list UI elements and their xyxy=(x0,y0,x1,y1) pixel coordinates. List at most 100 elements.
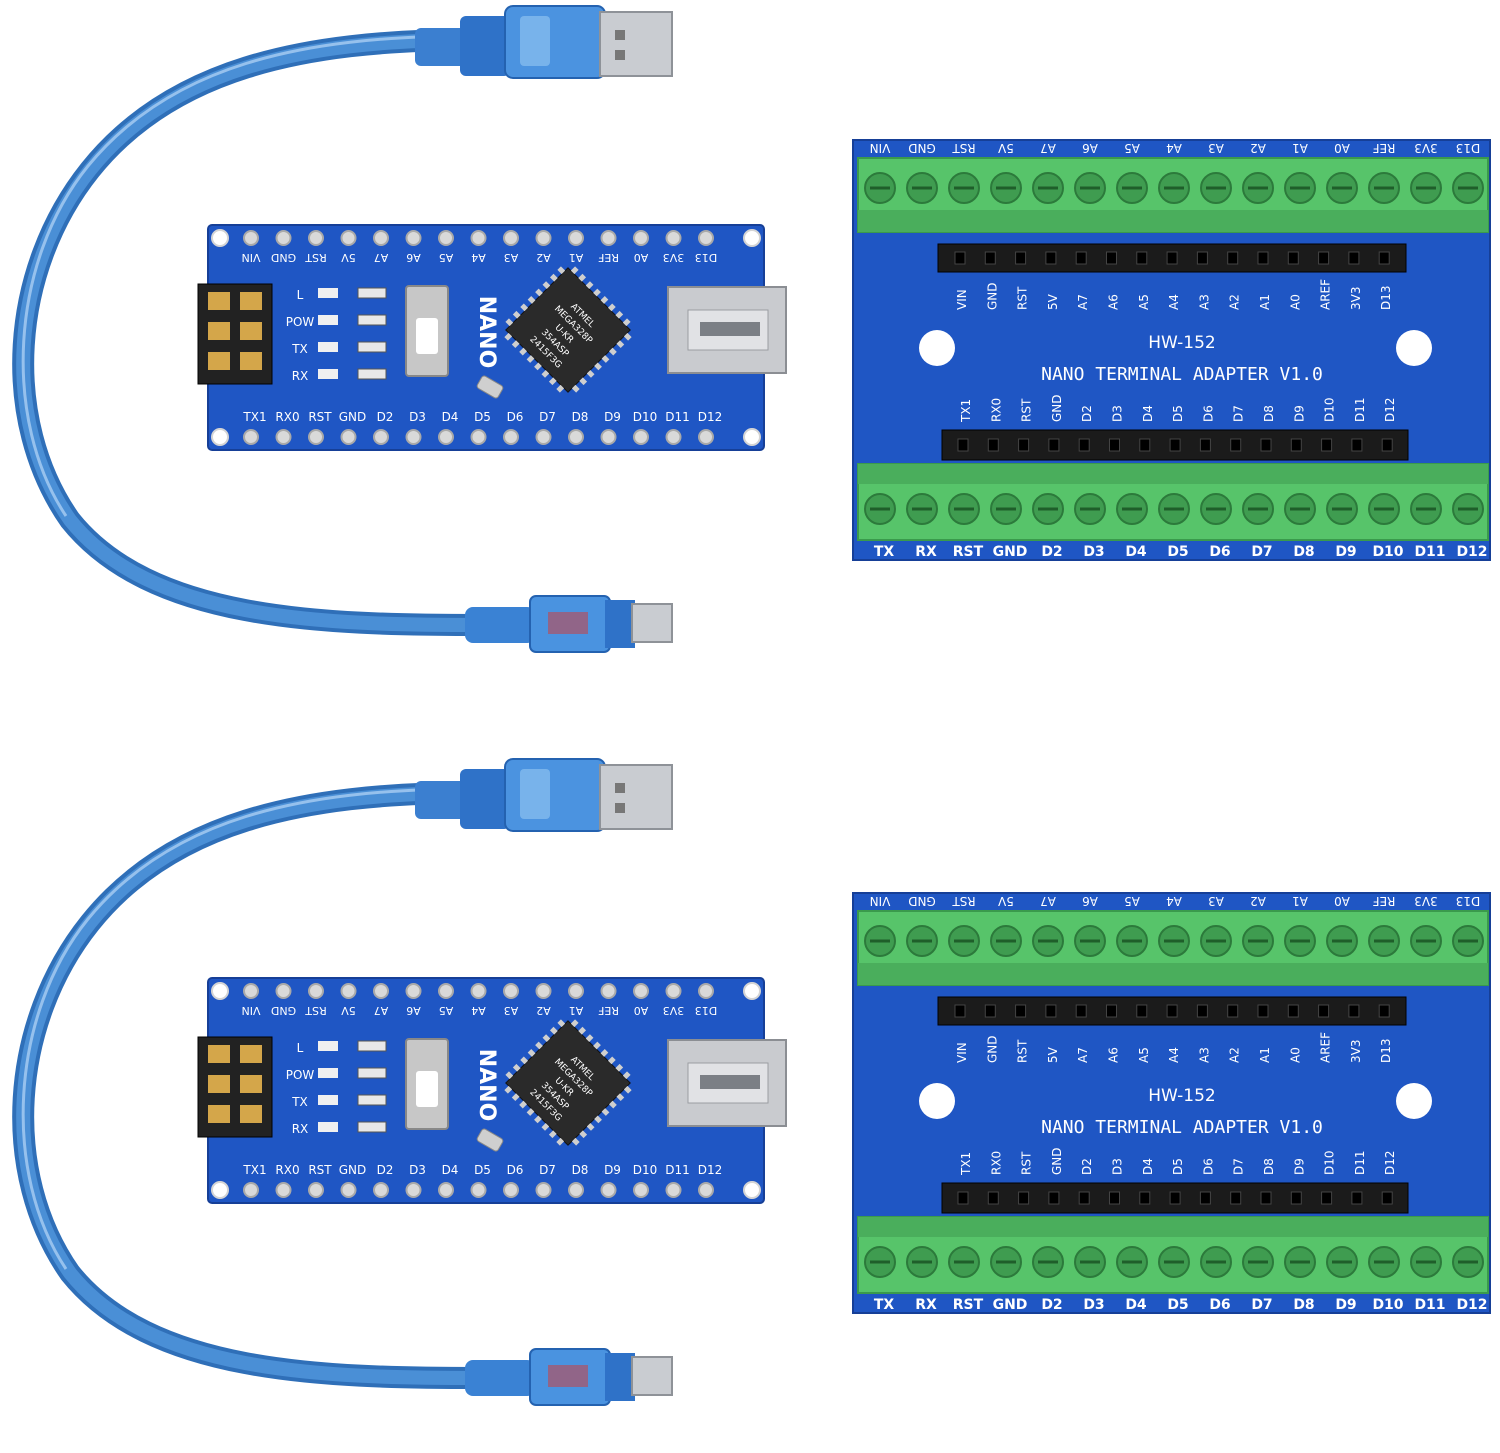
adapter-model: HW-152 xyxy=(1148,333,1216,353)
led-label: RX xyxy=(292,369,309,383)
header-label-upper: AREF xyxy=(1319,279,1333,310)
chip-pin xyxy=(571,1137,580,1146)
edge-label-top: REF xyxy=(1372,894,1395,908)
wire-colors xyxy=(548,612,588,634)
header-socket xyxy=(1287,251,1299,265)
edge-label-bottom: D4 xyxy=(1125,544,1147,560)
edge-label-top: A0 xyxy=(1334,141,1350,155)
resistor xyxy=(357,341,387,353)
edge-label-top: RST xyxy=(952,894,976,908)
chip-pin xyxy=(526,355,535,363)
pin-label-top: A1 xyxy=(569,1004,584,1017)
header-socket xyxy=(1260,438,1272,452)
pin-pad xyxy=(308,1182,324,1198)
pin-pad xyxy=(275,983,292,999)
header-label-upper: A5 xyxy=(1137,294,1151,310)
pin-label-bottom: D8 xyxy=(572,1163,589,1177)
usb-cable xyxy=(12,758,673,1406)
pin-pad xyxy=(308,983,324,999)
header-label-upper: GND xyxy=(985,1035,999,1063)
header-label-lower: D10 xyxy=(1323,1150,1337,1175)
header-socket xyxy=(1078,1191,1090,1205)
cable-shine xyxy=(21,787,471,1270)
header-label-upper: 5V xyxy=(1046,293,1060,310)
pin-pad xyxy=(373,983,389,999)
pin-label-top: REF xyxy=(598,251,619,264)
header-label-lower: D6 xyxy=(1201,405,1215,422)
header-socket xyxy=(957,1191,969,1205)
header-socket xyxy=(1015,251,1027,265)
pin-label-top: GND xyxy=(271,251,296,264)
edge-label-top: A6 xyxy=(1082,894,1098,908)
edge-label-bottom: D7 xyxy=(1251,544,1272,560)
header-socket xyxy=(1045,251,1057,265)
terminal-block-top-base xyxy=(858,210,1488,232)
adapter-model: HW-152 xyxy=(1148,1086,1216,1106)
usb-a-hole xyxy=(615,50,625,60)
chip-pin xyxy=(549,1026,558,1035)
mini-usb-shell xyxy=(631,603,673,643)
edge-label-top: A6 xyxy=(1082,141,1098,155)
edge-label-bottom: TX xyxy=(874,1297,895,1313)
pin-pad xyxy=(405,983,422,999)
header-label-lower: D5 xyxy=(1171,405,1185,422)
edge-label-bottom: D7 xyxy=(1251,1297,1272,1313)
pin-label-bottom: D10 xyxy=(633,410,658,424)
header-socket xyxy=(1257,251,1269,265)
pin-label-bottom: TX1 xyxy=(242,410,266,424)
pin-pad xyxy=(373,429,389,445)
header-label-upper: A6 xyxy=(1107,294,1121,310)
chip-pin xyxy=(593,288,601,297)
header-label-lower: D12 xyxy=(1383,1150,1397,1175)
strain-relief xyxy=(465,1360,535,1396)
led xyxy=(318,1041,338,1051)
header-socket xyxy=(1169,438,1181,452)
header-label-upper: D13 xyxy=(1379,285,1393,310)
pin-label-top: A6 xyxy=(406,1004,421,1017)
edge-label-top: VIN xyxy=(870,894,891,908)
header-socket xyxy=(1227,251,1239,265)
header-label-upper: A3 xyxy=(1197,294,1211,310)
pin-label-top: A4 xyxy=(471,1004,486,1017)
strain-relief xyxy=(415,28,470,66)
header-socket xyxy=(1048,1191,1060,1205)
pin-pad xyxy=(698,230,714,246)
led-label: RX xyxy=(292,1122,309,1136)
header-socket xyxy=(1230,438,1242,452)
usb-port-tongue xyxy=(700,322,760,336)
edge-label-top: A3 xyxy=(1208,894,1224,908)
edge-label-bottom: D10 xyxy=(1372,544,1403,560)
pin-pad xyxy=(405,230,422,246)
edge-label-bottom: D10 xyxy=(1372,1297,1403,1313)
header-socket xyxy=(954,251,966,265)
pin-label-top: A7 xyxy=(374,1004,389,1017)
icsp-pin xyxy=(208,322,230,340)
mounting-hole xyxy=(211,1181,229,1199)
header-label-upper: RST xyxy=(1016,1039,1030,1063)
cable-shine xyxy=(21,34,471,517)
chip-pin xyxy=(527,1049,536,1057)
header-label-lower: D11 xyxy=(1353,397,1367,422)
pin-label-bottom: D4 xyxy=(442,410,459,424)
edge-label-bottom: D2 xyxy=(1041,544,1062,560)
header-socket xyxy=(954,1004,966,1018)
edge-label-bottom: D6 xyxy=(1209,1297,1230,1313)
edge-label-top: A1 xyxy=(1292,141,1308,155)
mounting-hole xyxy=(919,330,955,366)
usb-mini-plug-icon xyxy=(465,1348,673,1406)
header-label-lower: D4 xyxy=(1141,405,1155,422)
usb-a-shell xyxy=(599,764,673,830)
edge-label-bottom: GND xyxy=(993,1297,1028,1313)
edge-label-bottom: D8 xyxy=(1293,1297,1314,1313)
chip-pin xyxy=(616,1093,625,1102)
pin-label-bottom: RST xyxy=(308,410,332,424)
chip-pin xyxy=(622,318,631,327)
mounting-hole xyxy=(743,428,761,446)
pin-pad xyxy=(275,230,292,246)
chip-pin xyxy=(600,296,609,304)
pin-pad xyxy=(698,429,714,445)
led xyxy=(318,288,338,298)
